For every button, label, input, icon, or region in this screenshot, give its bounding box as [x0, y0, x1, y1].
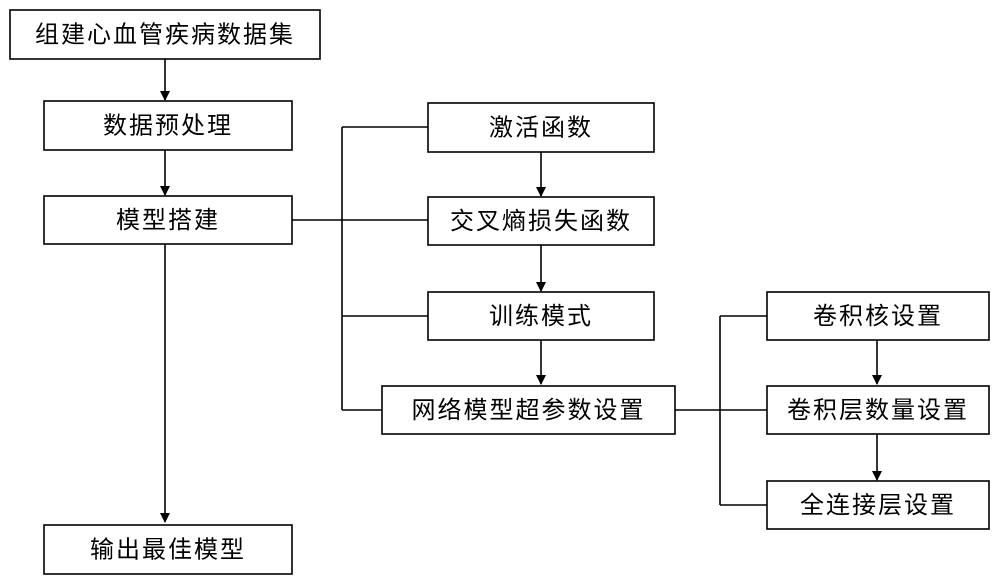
node-output-best-label: 输出最佳模型 [90, 536, 246, 564]
node-build-dataset: 组建心血管疾病数据集 [10, 10, 320, 59]
node-cross-entropy: 交叉熵损失函数 [428, 197, 654, 245]
node-fully-connected-label: 全连接层设置 [800, 491, 956, 519]
node-build-dataset-label: 组建心血管疾病数据集 [35, 21, 295, 49]
node-training-mode-label: 训练模式 [489, 302, 593, 330]
node-conv-layers: 卷积层数量设置 [767, 386, 989, 434]
node-hyperparams: 网络模型超参数设置 [382, 386, 675, 434]
node-activation: 激活函数 [428, 103, 654, 152]
node-kernel: 卷积核设置 [767, 292, 989, 340]
node-preprocess: 数据预处理 [44, 101, 292, 150]
node-fully-connected: 全连接层设置 [767, 481, 989, 529]
node-training-mode: 训练模式 [428, 292, 654, 340]
node-build-model-label: 模型搭建 [116, 206, 220, 234]
node-conv-layers-label: 卷积层数量设置 [787, 396, 969, 424]
node-output-best: 输出最佳模型 [44, 525, 292, 574]
node-activation-label: 激活函数 [489, 114, 593, 142]
node-kernel-label: 卷积核设置 [813, 302, 943, 330]
node-build-model: 模型搭建 [44, 196, 292, 244]
node-hyperparams-label: 网络模型超参数设置 [412, 396, 646, 424]
node-cross-entropy-label: 交叉熵损失函数 [450, 207, 632, 235]
node-preprocess-label: 数据预处理 [103, 112, 233, 140]
